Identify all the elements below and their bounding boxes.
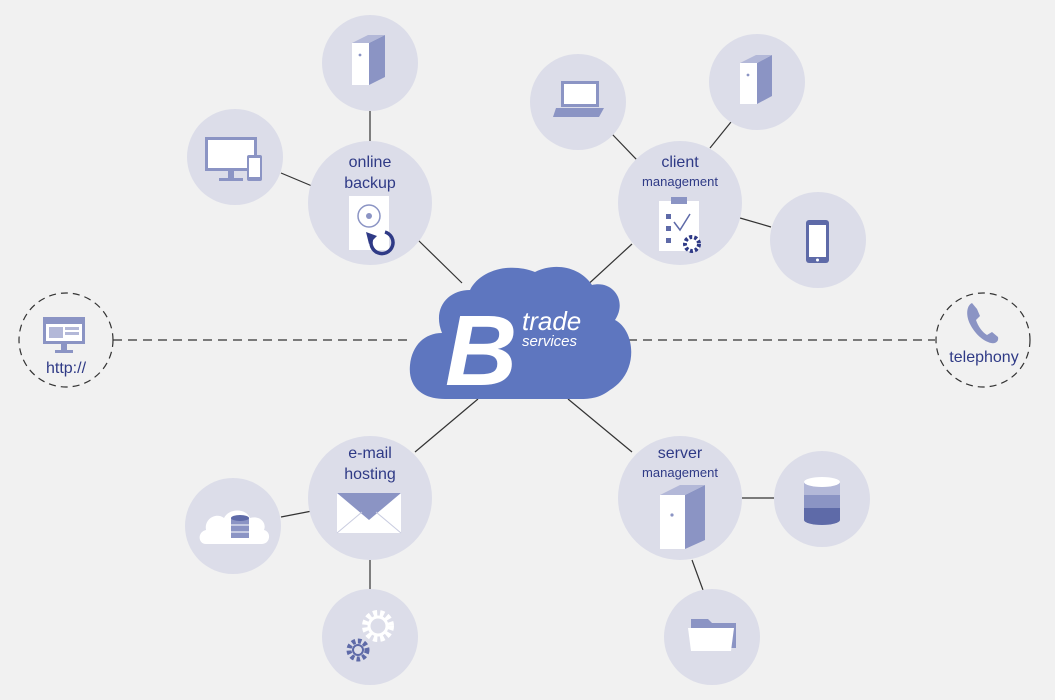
hub-label-line2: management [642, 174, 718, 189]
external-label: http:// [46, 360, 87, 377]
hub-e-mail-hosting[interactable]: e-mail hosting [308, 436, 432, 560]
satellite-server-db[interactable] [774, 451, 870, 547]
connector-server-cloud [567, 398, 633, 453]
satellite-backup-monitor[interactable] [187, 109, 283, 205]
server-tower-icon [740, 55, 772, 104]
hub-label-line2: hosting [344, 466, 396, 483]
satellite-backup-server[interactable] [322, 15, 418, 111]
hub-server-management[interactable]: server management [618, 436, 742, 560]
satellite-client-server[interactable] [709, 34, 805, 130]
external-telephony[interactable]: telephony [935, 292, 1031, 388]
logo-word-trade: trade [522, 306, 581, 336]
center-cloud-logo[interactable]: B trade services [409, 266, 632, 407]
hub-online-backup[interactable]: online backup [308, 141, 432, 265]
gears-icon [346, 610, 394, 662]
connector-client-server [709, 121, 732, 149]
monitor-phone-icon [205, 137, 262, 181]
connector-server-folder [691, 559, 704, 591]
laptop-icon [553, 81, 604, 117]
connector-backup-cloud [417, 239, 463, 284]
hub-label-line2: management [642, 465, 718, 480]
satellite-client-laptop[interactable] [530, 54, 626, 150]
browser-monitor-icon [43, 317, 85, 353]
folder-icon [688, 619, 736, 651]
connectors [280, 110, 774, 591]
clipboard-gear-icon [659, 197, 701, 253]
envelope-icon [336, 493, 402, 534]
dashed-circle [18, 292, 114, 388]
disk-backup-icon [349, 196, 395, 256]
hub-label-line1: server [658, 445, 703, 462]
satellite-client-phone[interactable] [770, 192, 866, 288]
hub-label-line2: backup [344, 175, 396, 192]
hub-label-line1: e-mail [348, 445, 392, 462]
database-stack-icon [804, 477, 840, 525]
satellite-email-gears[interactable] [322, 589, 418, 685]
hub-client-management[interactable]: client management [618, 141, 742, 265]
hub-label-line1: online [349, 154, 392, 171]
satellite-server-folder[interactable] [664, 589, 760, 685]
connector-email-cloud [414, 398, 479, 453]
hub-label-line1: client [661, 154, 699, 171]
connector-client-cloud [582, 243, 633, 290]
server-tower-icon [660, 485, 705, 549]
external-label: telephony [949, 349, 1018, 366]
connector-backup-monitor [280, 172, 313, 187]
smartphone-icon [806, 220, 829, 263]
connector-client-laptop [611, 133, 638, 161]
cloud-database-icon [199, 510, 270, 544]
external-http[interactable]: http:// [18, 292, 114, 388]
satellite-email-clouddb[interactable] [185, 478, 281, 574]
server-tower-icon [352, 35, 385, 85]
logo-letter: B [445, 295, 517, 407]
connector-email-clouddb [280, 510, 313, 518]
connector-client-phone [739, 217, 772, 228]
logo-word-services: services [522, 333, 578, 350]
phone-handset-icon [967, 303, 999, 344]
cloud-shape [409, 266, 632, 399]
dashed-circle [935, 292, 1031, 388]
